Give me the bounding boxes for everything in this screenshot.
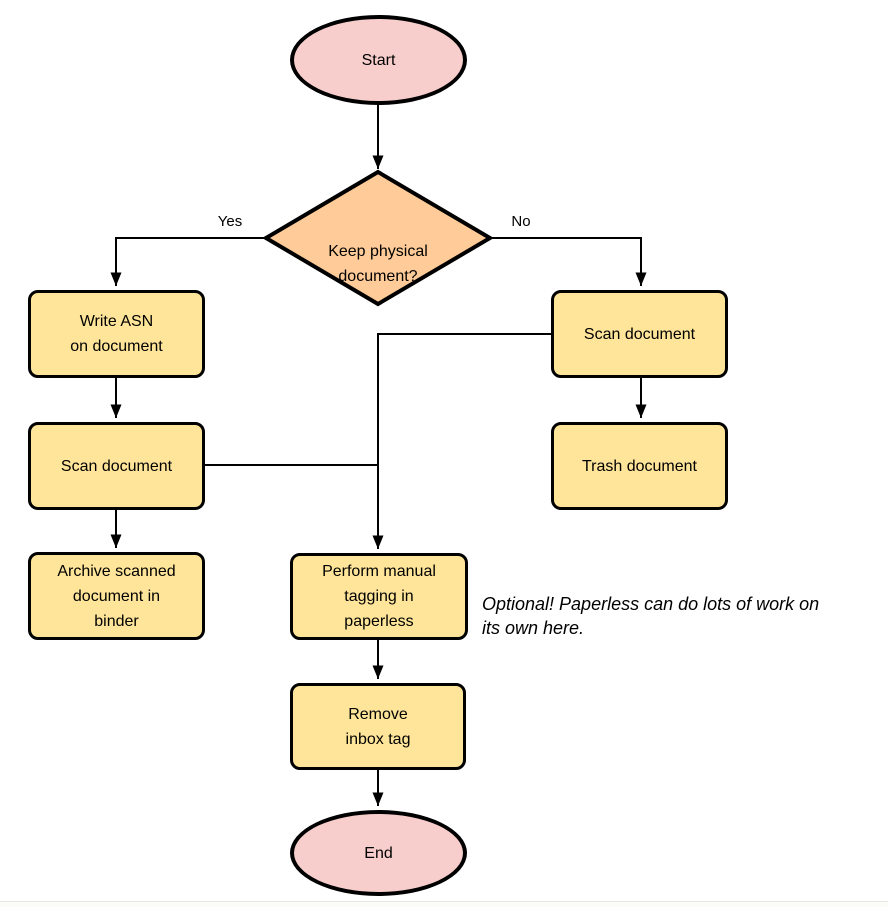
- edge-label-yes: Yes: [217, 213, 243, 230]
- annotation-note: Optional! Paperless can do lots of work …: [482, 594, 820, 638]
- node-end: End: [290, 810, 467, 896]
- node-scan-document-left: Scan document: [28, 422, 205, 510]
- node-scan-document-right: Scan document: [551, 290, 728, 378]
- node-write-asn-label: Write ASN on document: [70, 313, 163, 355]
- node-perform-tagging-label: Perform manual tagging in paperless: [322, 563, 436, 630]
- page-bottom-divider: [0, 901, 888, 907]
- node-trash-document: Trash document: [551, 422, 728, 510]
- node-remove-inbox-tag: Remove inbox tag: [290, 683, 466, 770]
- node-start-label: Start: [361, 51, 396, 69]
- node-scan-document-right-label: Scan document: [583, 325, 696, 343]
- decision-shape: [262, 169, 494, 307]
- edge-scan-right-perform-tagging: [372, 333, 552, 549]
- node-remove-inbox-tag-label: Remove inbox tag: [345, 705, 411, 748]
- node-decision: Keep physical document?: [278, 214, 478, 289]
- node-start: Start: [290, 15, 467, 105]
- node-decision-label: Keep physical document?: [328, 243, 428, 285]
- node-archive-binder: Archive scanned document in binder: [28, 552, 205, 640]
- edge-decision-write-asn: [110, 237, 266, 286]
- node-archive-binder-label: Archive scanned document in binder: [57, 562, 176, 630]
- node-end-label: End: [364, 844, 393, 862]
- edge-decision-scan-right: [490, 237, 647, 286]
- node-scan-document-left-label: Scan document: [60, 457, 173, 475]
- node-write-asn: Write ASN on document: [28, 290, 205, 378]
- node-perform-tagging: Perform manual tagging in paperless: [290, 553, 468, 640]
- node-trash-document-label: Trash document: [581, 457, 697, 475]
- edge-label-no: No: [511, 213, 531, 230]
